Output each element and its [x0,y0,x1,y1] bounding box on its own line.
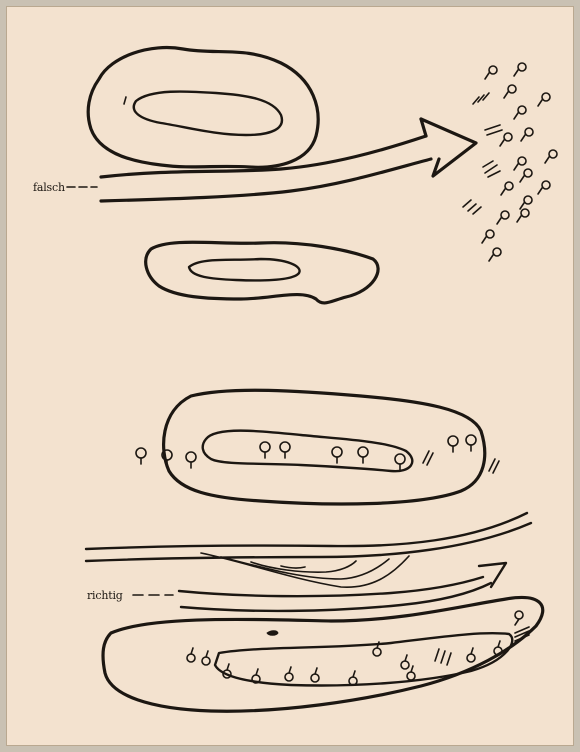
flight-strokes [423,451,499,473]
upper-island-outer [88,48,318,168]
bird-mark [500,133,512,146]
bird-mark [514,157,526,170]
upper-island-mark [124,97,126,104]
lower-island-inner [189,259,300,280]
bird-mark [501,182,513,195]
bird-mark [515,611,523,625]
label-wrong: falsch [33,181,65,194]
right-stream-upper [86,523,531,561]
lower-island-outer [146,242,378,303]
bird-mark [202,651,210,665]
bird-mark [280,442,290,458]
wrong-stream-bottom [101,159,431,201]
bird-mark [489,248,501,261]
bank-contour-core [281,566,305,568]
bird-mark [497,211,509,224]
bird-mark [466,435,476,451]
bird-mark [520,196,532,209]
bird-mark [358,447,368,463]
bird-mark [504,85,516,98]
bird-mark [514,106,526,119]
bird-mark [520,169,532,182]
middle-island-inner [203,431,413,472]
wrong-arrow-head [421,119,476,176]
bird-mark [538,93,550,106]
flight-strokes [463,93,502,214]
bottom-birds [187,611,529,685]
bird-mark [186,452,196,468]
bird-mark [521,128,533,141]
bird-mark [311,668,319,682]
bird-mark [538,181,550,194]
wrong-stream-top [101,136,426,177]
bird-mark [260,442,270,458]
wrong-birds [463,63,557,261]
bird-mark [514,63,526,76]
right-stream-lower [179,577,483,596]
label-right: richtig [87,589,123,602]
bird-mark [494,641,502,655]
bird-mark [517,209,529,222]
diagram-sheet: falsch richtig [6,6,574,746]
diagram-canvas [7,7,575,747]
bird-mark [467,648,475,662]
bird-mark [349,671,357,685]
bird-mark [332,447,342,463]
bottom-island-outer [103,598,543,712]
bird-mark [395,454,405,470]
middle-birds [136,435,499,473]
middle-island-outer [164,390,485,504]
upper-island-inner [134,91,282,135]
right-diagram [86,390,543,711]
bird-mark [545,150,557,163]
bank-contour-mid [221,557,389,579]
bird-mark [485,66,497,79]
bird-mark [223,664,231,678]
bird-mark [448,436,458,452]
bird-mark [187,648,195,662]
bird-mark [482,230,494,243]
bird-mark [162,450,172,466]
wrong-diagram [67,48,557,303]
bird-mark [136,448,146,464]
right-arrow-head [479,563,506,587]
bird-mark [285,667,293,681]
bird-mark [401,655,409,669]
bottom-island-mark [267,631,278,636]
